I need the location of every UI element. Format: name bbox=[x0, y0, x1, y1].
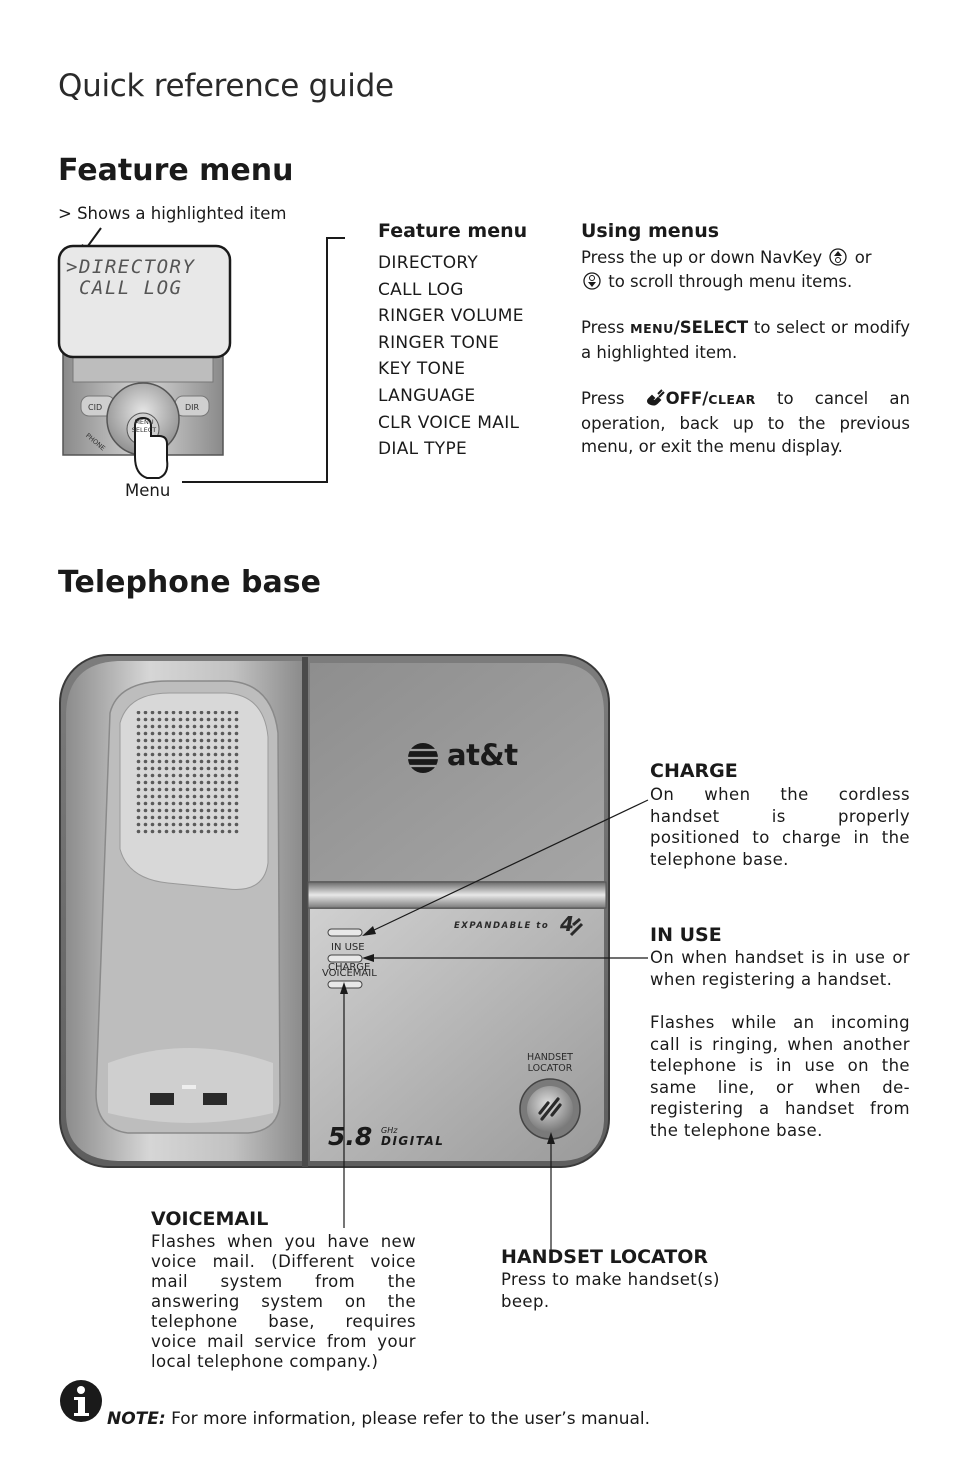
navkey-down-icon bbox=[583, 271, 601, 290]
navkey-up-icon bbox=[829, 248, 848, 266]
digital-number: 5.8 bbox=[328, 1122, 373, 1151]
menu-item-call-log: CALL LOG bbox=[378, 279, 464, 300]
charge-callout-title: CHARGE bbox=[650, 760, 738, 782]
using-menus-heading: Using menus bbox=[581, 220, 720, 242]
menu-item-ringer-volume: RINGER VOLUME bbox=[378, 306, 524, 327]
handset-illustration bbox=[57, 227, 345, 483]
menu-item-key-tone: KEY TONE bbox=[378, 359, 466, 380]
att-logo-text: at&t bbox=[447, 738, 518, 772]
feature-menu-list-heading: Feature menu bbox=[378, 220, 528, 242]
in-use-callout-title: IN USE bbox=[650, 924, 722, 946]
page-title: Quick reference guide bbox=[58, 68, 394, 104]
menu-item-language: LANGUAGE bbox=[378, 385, 476, 406]
voicemail-callout-title: VOICEMAIL bbox=[151, 1208, 269, 1230]
lcd-line-1: >DIRECTORY bbox=[66, 256, 196, 278]
lcd-line-2: CALL LOG bbox=[66, 277, 183, 299]
using-menus-para-2: Press MENU/SELECT to select or modify a … bbox=[581, 318, 910, 362]
telephone-base-illustration bbox=[59, 654, 610, 1168]
highlight-note: > Shows a highlighted item bbox=[58, 204, 287, 223]
note-label: NOTE: bbox=[107, 1409, 166, 1429]
in-use-callout-text-1: On when handset is in use or when regist… bbox=[650, 948, 910, 989]
menu-item-dial-type: DIAL TYPE bbox=[378, 439, 468, 460]
feature-menu-heading: Feature menu bbox=[58, 153, 294, 188]
key-cid: CID bbox=[88, 403, 103, 412]
menu-item-clr-voice-mail: CLR VOICE MAIL bbox=[378, 412, 520, 433]
menu-item-ringer-tone: RINGER TONE bbox=[378, 332, 500, 353]
menu-label: Menu bbox=[125, 481, 171, 500]
digital-word: DIGITAL bbox=[381, 1134, 445, 1148]
using-menus-para-1: Press the up or down NavKey or to scroll… bbox=[581, 248, 872, 291]
led-label-charge: CHARGE bbox=[328, 962, 371, 973]
expandable-number: 4 bbox=[560, 912, 574, 936]
locator-label: HANDSET LOCATOR bbox=[527, 1052, 573, 1074]
using-menus-para-3: Press OFF/CLEAR to cancel an operation, … bbox=[581, 389, 910, 456]
feature-menu-list: DIRECTORY CALL LOG RINGER VOLUME RINGER … bbox=[378, 250, 524, 463]
info-icon bbox=[60, 1380, 102, 1422]
led-label-voicemail: VOICEMAIL bbox=[322, 968, 377, 979]
key-dir: DIR bbox=[185, 403, 200, 412]
in-use-callout-text-2: Flashes while an incoming call is ringin… bbox=[650, 1013, 910, 1140]
note: NOTE: For more information, please refer… bbox=[107, 1409, 650, 1429]
digital-unit: GHz bbox=[381, 1126, 398, 1135]
expandable-badge: EXPANDABLE to bbox=[454, 921, 550, 931]
led-label-in-use: IN USE bbox=[331, 942, 365, 953]
handset-locator-callout-text: Press to make handset(s) beep. bbox=[501, 1270, 720, 1311]
voicemail-callout-text: Flashes when you have new voice mail. (D… bbox=[151, 1232, 416, 1371]
note-text: For more information, please refer to th… bbox=[171, 1409, 651, 1429]
phone-off-icon bbox=[646, 389, 665, 406]
charge-callout-text: On when the cordless handset is properly… bbox=[650, 785, 910, 869]
key-menu-select: MENU SELECT bbox=[131, 418, 157, 434]
using-menus-text: Press the up or down NavKey or to scroll… bbox=[581, 246, 910, 482]
handset-locator-callout-title: HANDSET LOCATOR bbox=[501, 1246, 709, 1268]
menu-item-directory: DIRECTORY bbox=[378, 253, 479, 273]
telephone-base-heading: Telephone base bbox=[58, 565, 321, 600]
